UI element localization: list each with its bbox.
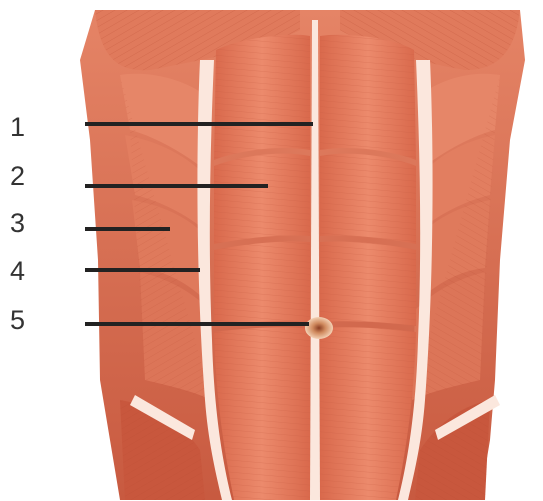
navel <box>305 317 333 339</box>
label-number-3: 3 <box>10 208 25 238</box>
label-number-4: 4 <box>10 256 25 286</box>
label-number-1: 1 <box>10 112 25 142</box>
label-number-2: 2 <box>10 161 25 191</box>
rectus-abdominis-right <box>320 35 416 500</box>
rectus-abdominis-left <box>214 35 310 500</box>
label-number-5: 5 <box>10 305 25 335</box>
